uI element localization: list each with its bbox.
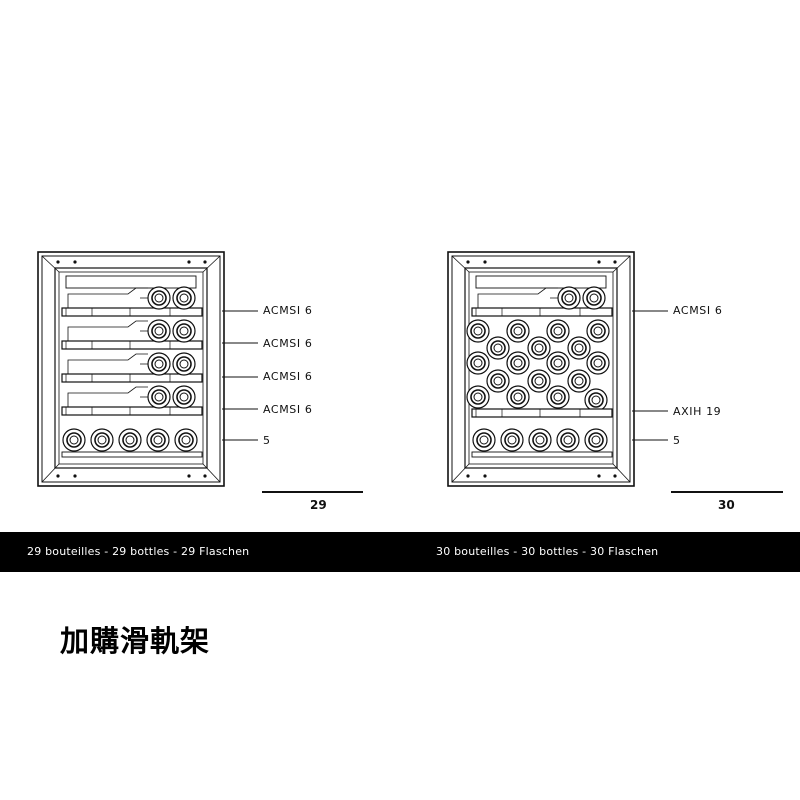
- right-label-stack: AXIH 19: [673, 405, 722, 418]
- left-label-shelf-4: ACMSI 6: [263, 403, 313, 416]
- left-capacity-text: 29 bouteilles - 29 bottles - 29 Flaschen: [27, 545, 250, 558]
- left-total: 29: [310, 498, 327, 512]
- left-label-bottom: 5: [263, 434, 271, 447]
- left-label-shelf-3: ACMSI 6: [263, 370, 313, 383]
- right-stacked-bottles: [466, 319, 610, 412]
- page-heading: 加購滑軌架: [60, 624, 211, 658]
- right-wine-cabinet: [447, 251, 668, 487]
- right-total-rule: [671, 491, 783, 493]
- right-leader-lines: [632, 310, 668, 441]
- right-total: 30: [718, 498, 735, 512]
- left-wine-cabinet: [37, 251, 258, 487]
- right-label-top-shelf: ACMSI 6: [673, 304, 723, 317]
- left-bottom-bottles: [62, 428, 198, 452]
- capacity-band: 29 bouteilles - 29 bottles - 29 Flaschen…: [0, 532, 800, 572]
- left-leader-lines: [222, 310, 258, 441]
- left-shelves: [61, 286, 203, 416]
- left-label-shelf-1: ACMSI 6: [263, 304, 313, 317]
- left-total-rule: [262, 491, 363, 493]
- left-label-shelf-2: ACMSI 6: [263, 337, 313, 350]
- right-label-bottom: 5: [673, 434, 681, 447]
- right-capacity-text: 30 bouteilles - 30 bottles - 30 Flaschen: [436, 545, 659, 558]
- right-bottom-bottles: [472, 428, 608, 452]
- wine-cooler-diagrams: [37, 251, 668, 487]
